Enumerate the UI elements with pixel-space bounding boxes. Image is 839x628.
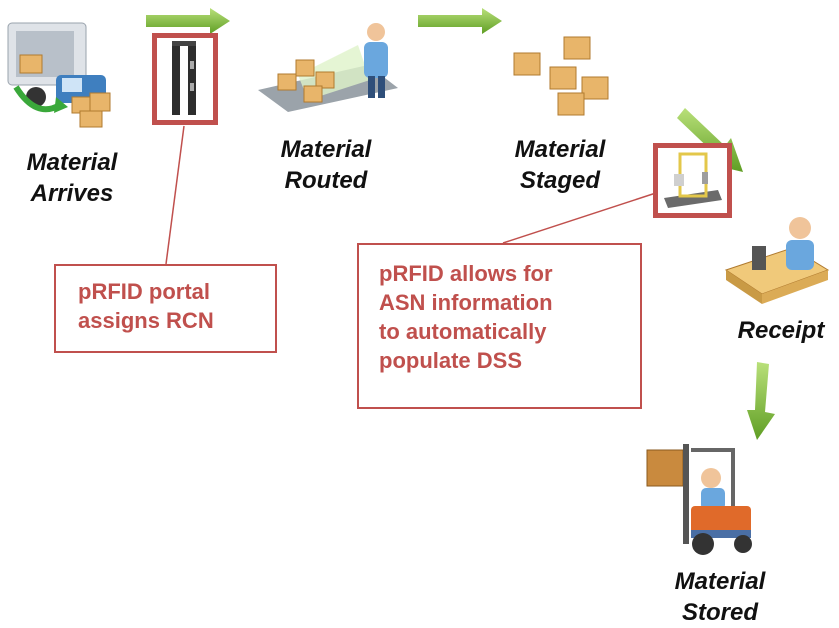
arrow-right-1 (146, 8, 230, 34)
routing-person-icon (258, 23, 398, 112)
portal-connector (165, 125, 185, 265)
label-material-stored: Material Stored (674, 568, 766, 626)
rfid-portal-icon (172, 41, 196, 115)
asn-connector (502, 189, 666, 244)
truck-icon (7, 22, 111, 128)
callout-asn-populate-dss: pRFID allows for ASN information to auto… (357, 243, 642, 409)
label-receipt: Receipt (737, 317, 825, 344)
rfid-portal-frame (152, 33, 218, 125)
arrow-down (747, 362, 775, 440)
forklift-icon (646, 444, 752, 555)
receipt-desk-icon (724, 217, 830, 304)
arrow-right-2 (418, 8, 502, 34)
label-material-routed: Material Routed (280, 136, 372, 194)
rfid-reader-icon (664, 152, 722, 208)
staged-boxes-icon (513, 36, 609, 116)
label-material-arrives: Material Arrives (26, 149, 118, 207)
label-material-staged: Material Staged (514, 136, 606, 194)
callout-portal-assigns-rcn: pRFID portal assigns RCN (54, 264, 277, 353)
